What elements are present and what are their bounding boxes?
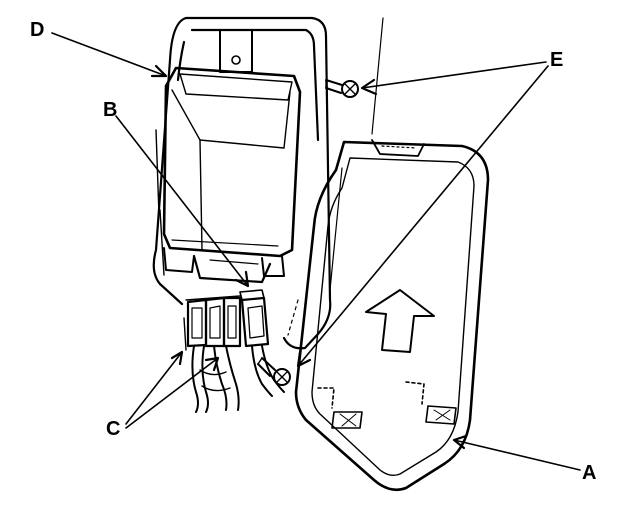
cover-a [294,139,490,492]
callout-label-e: E [550,49,564,71]
connectors-c [183,295,242,351]
control-module [162,29,302,284]
lower-screw [257,357,291,386]
mounting-bracket [152,16,332,350]
callout-label-b: B [103,99,118,121]
cover-tabs [317,381,457,429]
callout-label-c: C [106,418,121,440]
wire-harness [191,345,285,413]
upper-screw [325,79,359,98]
body-panel-lines [287,17,384,336]
callout-label-a: A [582,462,597,484]
callout-label-d: D [30,19,45,41]
leader-lines [51,32,581,471]
up-arrow-icon [365,289,435,353]
connector-b [239,289,270,348]
